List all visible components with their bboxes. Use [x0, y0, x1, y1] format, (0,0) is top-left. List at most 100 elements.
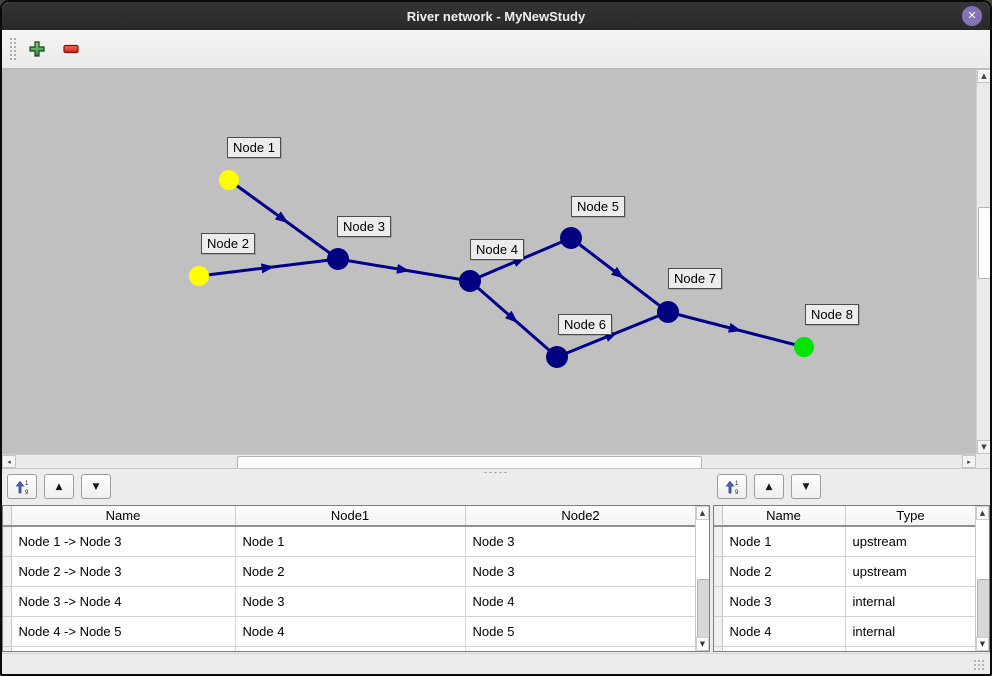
edge-table-toolbar: 1 9 ▲ ▼ — [7, 474, 111, 499]
down-triangle-icon: ▼ — [802, 481, 810, 492]
edge-node6-node7[interactable] — [556, 310, 669, 359]
cell: Node 4 — [235, 616, 466, 647]
node-node2[interactable] — [189, 266, 209, 286]
row-header[interactable] — [714, 526, 723, 557]
edge-node4-node6[interactable] — [469, 279, 558, 359]
down-arrow-icon: ▼ — [981, 443, 987, 451]
cell: internal — [845, 586, 977, 617]
scroll-right-button[interactable]: ▸ — [962, 455, 976, 468]
row-header[interactable] — [3, 526, 12, 557]
move-up-button[interactable]: ▲ — [754, 474, 784, 499]
move-down-button[interactable]: ▼ — [81, 474, 111, 499]
node-label[interactable]: Node 4 — [470, 239, 524, 260]
node-node6[interactable] — [546, 346, 568, 368]
move-down-button[interactable]: ▼ — [791, 474, 821, 499]
node-table-scrollbar[interactable]: ▲ ▼ — [975, 506, 989, 651]
node-node7[interactable] — [657, 301, 679, 323]
row-header[interactable] — [714, 616, 723, 647]
add-button[interactable] — [24, 36, 50, 62]
move-up-button[interactable]: ▲ — [44, 474, 74, 499]
node-label[interactable]: Node 2 — [201, 233, 255, 254]
resize-grip-icon[interactable] — [973, 659, 986, 672]
cell: Node 4 — [722, 616, 846, 647]
node-label[interactable]: Node 5 — [571, 196, 625, 217]
network-canvas[interactable]: Node 1 Node 2 Node 3 Node 4 Node 5 Node 6 Node… — [2, 69, 976, 454]
column-header[interactable]: Name — [11, 506, 236, 527]
sort-button[interactable]: 1 9 — [717, 474, 747, 499]
row-header[interactable] — [3, 556, 12, 587]
node-label[interactable]: Node 6 — [558, 314, 612, 335]
svg-text:1: 1 — [735, 481, 739, 487]
node-node8[interactable] — [794, 337, 814, 357]
column-header[interactable]: Name — [722, 506, 846, 527]
row-header[interactable] — [3, 616, 12, 647]
scroll-up-button[interactable]: ▲ — [696, 506, 709, 520]
remove-button[interactable] — [58, 36, 84, 62]
node-label[interactable]: Node 7 — [668, 268, 722, 289]
canvas-horizontal-scrollbar[interactable]: ◂ ▸ — [2, 454, 976, 469]
plus-icon — [29, 41, 45, 57]
edge-node2-node3[interactable] — [198, 257, 339, 278]
scroll-thumb[interactable] — [977, 579, 989, 641]
sort-button[interactable]: 1 9 — [7, 474, 37, 499]
minus-icon — [63, 44, 79, 54]
row-header[interactable] — [3, 646, 12, 651]
edge-node7-node8[interactable] — [667, 310, 805, 349]
scroll-down-button[interactable]: ▼ — [696, 637, 709, 651]
edge-node3-node4[interactable] — [337, 257, 471, 283]
table-row[interactable] — [714, 646, 977, 651]
header-corner — [714, 506, 723, 527]
vertical-scroll-thumb[interactable] — [978, 207, 990, 279]
row-header[interactable] — [714, 646, 723, 651]
title-bar[interactable]: River network - MyNewStudy ✕ — [2, 2, 990, 30]
edge-table-scrollbar[interactable]: ▲ ▼ — [695, 506, 709, 651]
edge-node5-node7[interactable] — [570, 236, 669, 314]
up-arrow-icon: ▲ — [699, 509, 706, 517]
node-label[interactable]: Node 1 — [227, 137, 281, 158]
edge-node1-node3[interactable] — [228, 178, 339, 261]
row-header[interactable] — [714, 556, 723, 587]
scroll-thumb[interactable] — [697, 579, 709, 641]
node-label[interactable]: Node 3 — [337, 216, 391, 237]
cell — [845, 646, 977, 651]
column-header[interactable]: Type — [845, 506, 977, 527]
scroll-left-button[interactable]: ◂ — [2, 455, 16, 468]
up-arrow-icon: ▲ — [981, 72, 987, 80]
panel-splitter[interactable] — [2, 468, 990, 475]
cell: Node 2 -> Node 3 — [11, 556, 236, 587]
window-title: River network - MyNewStudy — [406, 8, 586, 24]
scroll-up-button[interactable]: ▲ — [976, 506, 989, 520]
scroll-down-button[interactable]: ▼ — [976, 637, 989, 651]
cell — [465, 646, 697, 651]
close-button[interactable]: ✕ — [962, 6, 982, 26]
canvas-vertical-scrollbar[interactable]: ▲ ▼ — [976, 69, 990, 454]
cell: upstream — [845, 556, 977, 587]
toolbar-drag-handle[interactable] — [9, 37, 16, 61]
column-header[interactable]: Node1 — [235, 506, 466, 527]
scroll-down-button[interactable]: ▼ — [977, 440, 990, 454]
node-node3[interactable] — [327, 248, 349, 270]
node-node5[interactable] — [560, 227, 582, 249]
node-node4[interactable] — [459, 270, 481, 292]
cell: Node 3 — [465, 556, 697, 587]
row-header[interactable] — [714, 586, 723, 617]
table-row[interactable] — [3, 646, 697, 651]
scroll-up-button[interactable]: ▲ — [977, 69, 990, 83]
node-label[interactable]: Node 8 — [805, 304, 859, 325]
row-header[interactable] — [3, 586, 12, 617]
down-arrow-icon: ▼ — [699, 640, 706, 648]
column-header[interactable]: Node2 — [465, 506, 697, 527]
node-node1[interactable] — [219, 170, 239, 190]
